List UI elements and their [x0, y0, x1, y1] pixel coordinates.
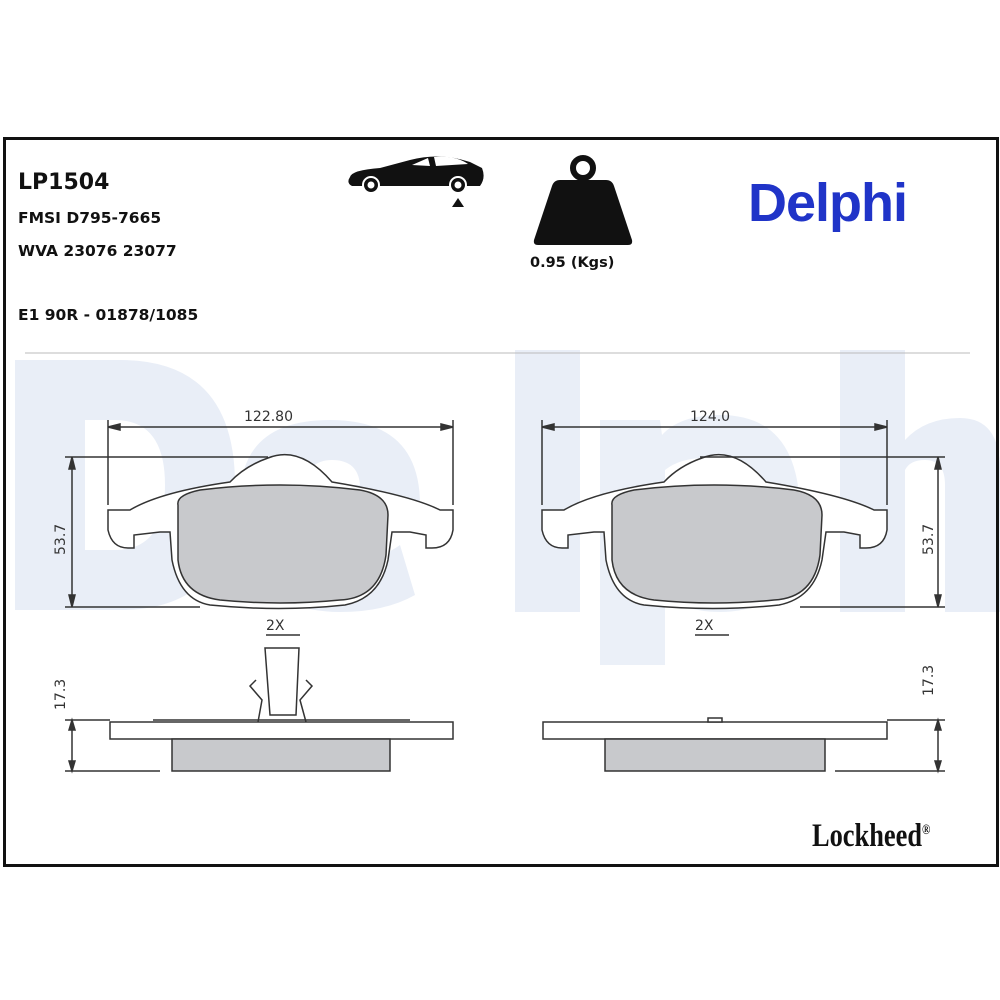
car-rear-axle-icon: [348, 156, 484, 207]
left-quantity: 2X: [266, 618, 285, 634]
left-height-dimension: 53.7: [53, 524, 69, 555]
weight-icon: [533, 155, 633, 245]
left-width-dimension: 122.80: [244, 409, 293, 425]
fmsi-number: FMSI D795-7665: [18, 209, 162, 227]
right-height-dimension: 53.7: [921, 524, 937, 555]
wva-number: WVA 23076 23077: [18, 242, 177, 260]
right-width-dimension: 124.0: [690, 409, 730, 425]
left-pad-front-view: [65, 420, 454, 610]
product-code: LP1504: [18, 170, 110, 195]
approval-number: E1 90R - 01878/1085: [18, 306, 199, 324]
registered-mark: ®: [922, 823, 931, 838]
drawing-frame: [3, 137, 999, 867]
left-thickness-dimension: 17.3: [53, 679, 69, 710]
weight-label: 0.95 (Kgs): [530, 255, 615, 271]
lockheed-name: Lockheed: [812, 818, 923, 854]
right-quantity: 2X: [695, 618, 714, 634]
lockheed-logo: Lockheed®: [812, 818, 930, 855]
left-pad-side-view: [65, 647, 454, 774]
right-thickness-dimension: 17.3: [921, 665, 937, 696]
delphi-logo: Delphi: [748, 173, 908, 233]
right-pad-front-view: [541, 420, 945, 610]
right-pad-side-view: [542, 717, 945, 774]
